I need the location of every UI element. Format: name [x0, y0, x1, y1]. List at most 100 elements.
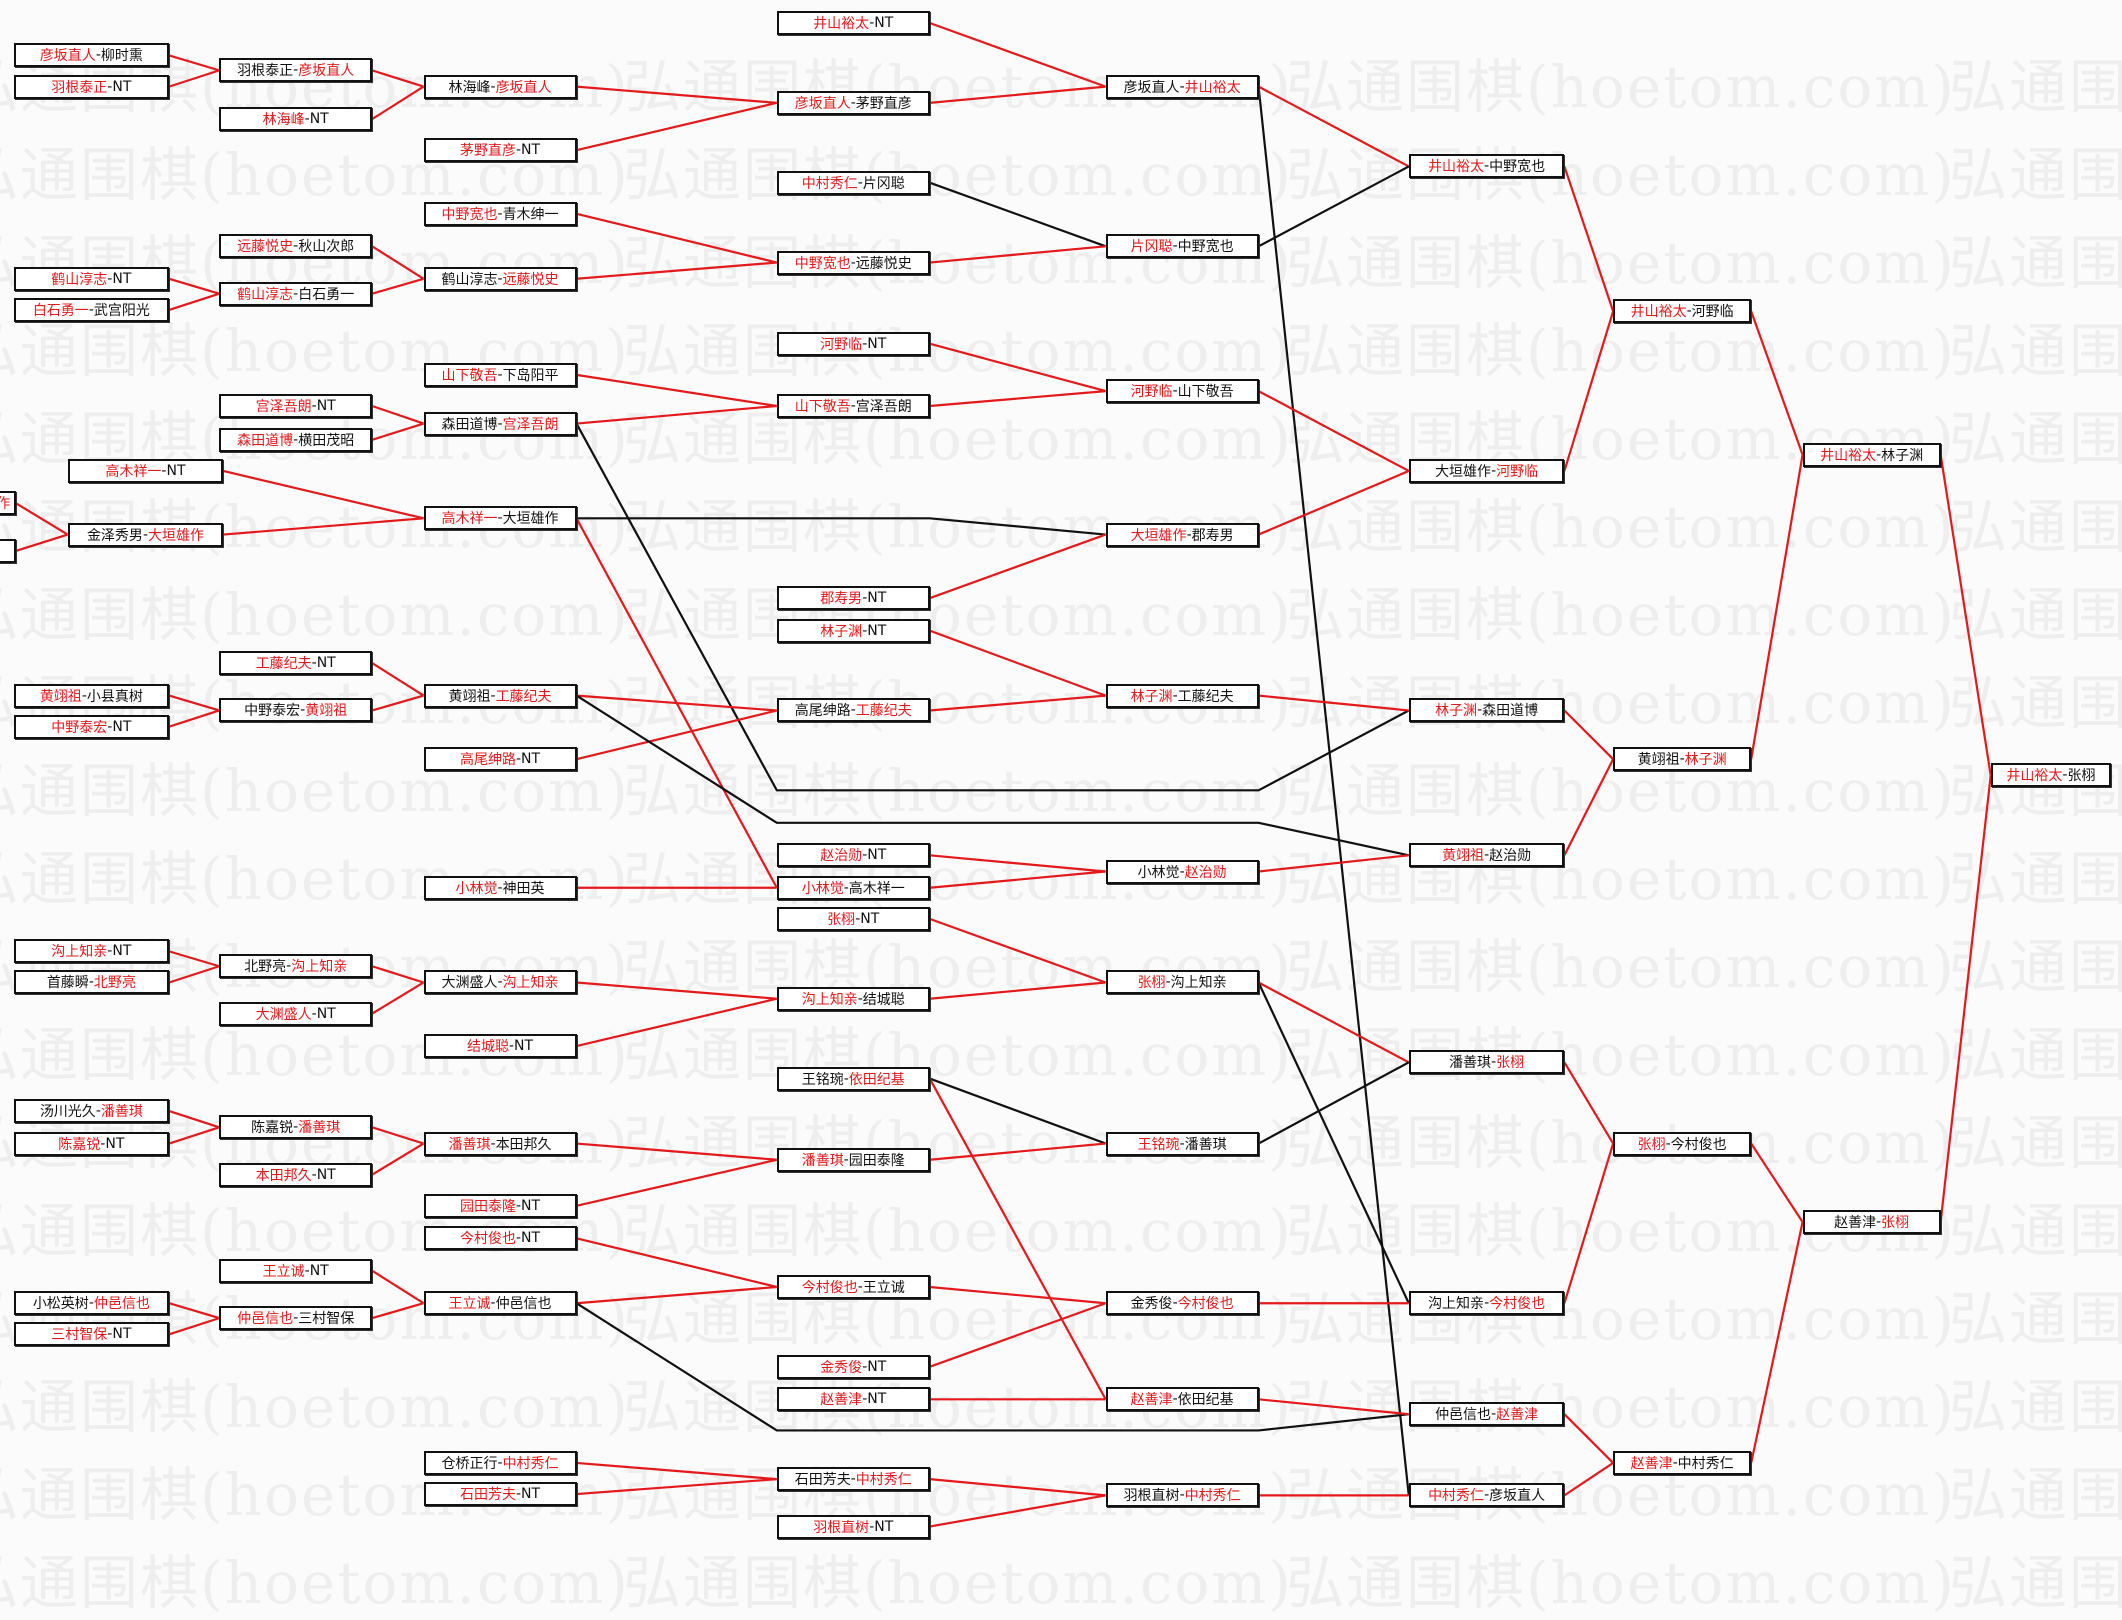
match-box[interactable]: 沟上知亲-NT: [13, 939, 170, 964]
match-box[interactable]: 王立诚-NT: [219, 1258, 373, 1283]
player-one: 石田芳夫: [459, 1487, 516, 1504]
match-box[interactable]: 河野临-NT: [776, 331, 930, 356]
match-box[interactable]: 井山裕太-河野临: [1613, 299, 1752, 324]
match-box[interactable]: 林子渊-NT: [776, 618, 930, 643]
match-box[interactable]: 汤川光久-潘善琪: [13, 1099, 170, 1124]
match-box[interactable]: 井山裕太-张栩: [1990, 763, 2112, 788]
match-box[interactable]: 小林觉-赵治勋: [1105, 859, 1259, 884]
match-box[interactable]: 高尾绅路-NT: [423, 747, 577, 772]
match-box[interactable]: 茅野直彦-NT: [423, 138, 577, 163]
match-box[interactable]: 赵善津-中村秀仁: [1613, 1450, 1752, 1475]
match-box[interactable]: 鹤山淳志-NT: [13, 266, 170, 291]
match-box[interactable]: 张栩-沟上知亲: [1105, 970, 1259, 995]
match-box[interactable]: 王铭琬-依田纪基: [776, 1066, 930, 1091]
match-box[interactable]: 山下敬吾-宫泽吾朗: [776, 393, 930, 418]
match-box[interactable]: 片冈聪-中野宽也: [1105, 234, 1259, 259]
match-box[interactable]: 金秀俊-NT: [776, 1354, 930, 1379]
match-box[interactable]: 潘善琪-本田邦久: [423, 1131, 577, 1156]
match-box[interactable]: 彦坂直人-茅野直彦: [776, 90, 930, 115]
match-box[interactable]: 黄翊祖-工藤纪夫: [423, 683, 577, 708]
match-box[interactable]: 北野亮-沟上知亲: [219, 954, 373, 979]
match-box[interactable]: 中野泰宏-黄翊祖: [219, 698, 373, 723]
match-box[interactable]: 高木祥一-大垣雄作: [423, 506, 577, 531]
match-box[interactable]: 宫泽吾朗-NT: [219, 393, 373, 418]
match-box[interactable]: 作: [0, 491, 17, 516]
match-box[interactable]: 大渊盛人-NT: [219, 1001, 373, 1026]
match-box[interactable]: 黄翊祖-赵治勋: [1408, 843, 1565, 868]
match-box[interactable]: 仲邑信也-三村智保: [219, 1306, 373, 1331]
match-box[interactable]: 林子渊-工藤纪夫: [1105, 683, 1259, 708]
match-box[interactable]: 大渊盛人-沟上知亲: [423, 970, 577, 995]
match-box[interactable]: 彦坂直人-柳时熏: [13, 43, 170, 68]
match-box[interactable]: 石田芳夫-中村秀仁: [776, 1467, 930, 1492]
match-box[interactable]: 赵善津-依田纪基: [1105, 1387, 1259, 1412]
match-box[interactable]: 今村俊也-NT: [423, 1226, 577, 1251]
match-box[interactable]: 黄翊祖-小县真树: [13, 683, 170, 708]
match-box[interactable]: 结城聪-NT: [423, 1034, 577, 1059]
match-box[interactable]: 张栩-今村俊也: [1613, 1131, 1752, 1156]
match-box[interactable]: 林子渊-森田道博: [1408, 698, 1565, 723]
match-box[interactable]: 工藤纪夫-NT: [219, 651, 373, 676]
match-box[interactable]: 中村秀仁-片冈聪: [776, 170, 930, 195]
match-box[interactable]: 首藤瞬-北野亮: [13, 970, 170, 995]
match-box[interactable]: 中野宽也-远藤悦史: [776, 250, 930, 275]
match-box[interactable]: 陈嘉锐-潘善琪: [219, 1115, 373, 1140]
match-box[interactable]: 羽根泰正-NT: [13, 74, 170, 99]
match-box[interactable]: 张栩-NT: [776, 906, 930, 931]
match-box[interactable]: 森田道博-宫泽吾朗: [423, 411, 577, 436]
match-box[interactable]: 大垣雄作-河野临: [1408, 458, 1565, 483]
match-box[interactable]: 金泽秀男-大垣雄作: [67, 522, 224, 547]
match-box[interactable]: 石田芳夫-NT: [423, 1482, 577, 1507]
separator: -: [862, 335, 868, 352]
match-box[interactable]: 潘善琪-园田泰隆: [776, 1147, 930, 1172]
match-box[interactable]: 山下敬吾-下岛阳平: [423, 362, 577, 387]
match-box[interactable]: 白石勇一-武宫阳光: [13, 297, 170, 322]
match-box[interactable]: 沟上知亲-结城聪: [776, 986, 930, 1011]
match-box[interactable]: 井山裕太-NT: [776, 11, 930, 35]
player-two: 宫泽吾朗: [502, 416, 559, 433]
match-box[interactable]: 高木祥一-NT: [67, 458, 224, 483]
match-box[interactable]: 赵善津-NT: [776, 1387, 930, 1412]
match-box[interactable]: 鹤山淳志-白石勇一: [219, 281, 373, 306]
match-box[interactable]: 本田邦久-NT: [219, 1162, 373, 1187]
match-box[interactable]: 陈嘉锐-NT: [13, 1131, 170, 1156]
match-box[interactable]: 鹤山淳志-远藤悦史: [423, 266, 577, 291]
player-one: 中野泰宏: [244, 703, 301, 720]
match-box[interactable]: 高尾绅路-工藤纪夫: [776, 698, 930, 723]
match-box[interactable]: 园田泰隆-NT: [423, 1193, 577, 1218]
match-box[interactable]: 王立诚-仲邑信也: [423, 1291, 577, 1316]
match-box[interactable]: 井山裕太-林子渊: [1802, 442, 1941, 467]
match-box[interactable]: 河野临-山下敬吾: [1105, 379, 1259, 404]
match-box[interactable]: 沟上知亲-今村俊也: [1408, 1291, 1565, 1316]
match-box[interactable]: 大垣雄作-郡寿男: [1105, 522, 1259, 547]
match-box[interactable]: 中野宽也-青木绅一: [423, 201, 577, 226]
match-box[interactable]: 彦坂直人-井山裕太: [1105, 74, 1259, 99]
player-one: 高木祥一: [105, 463, 162, 480]
match-box[interactable]: 黄翊祖-林子渊: [1613, 747, 1752, 772]
match-box[interactable]: 三村智保-NT: [13, 1322, 170, 1347]
match-box[interactable]: 赵治勋-NT: [776, 843, 930, 868]
match-box[interactable]: 林海峰-彦坂直人: [423, 74, 577, 99]
player-one: 三村智保: [51, 1327, 108, 1344]
match-box[interactable]: 林海峰-NT: [219, 107, 373, 132]
match-box[interactable]: 羽根泰正-彦坂直人: [219, 58, 373, 83]
match-box[interactable]: 远藤悦史-秋山次郎: [219, 234, 373, 259]
match-box[interactable]: 仲邑信也-赵善津: [1408, 1402, 1565, 1427]
match-box[interactable]: 小林觉-高木祥一: [776, 875, 930, 900]
match-box[interactable]: 小林觉-神田英: [423, 875, 577, 900]
match-box[interactable]: 王铭琬-潘善琪: [1105, 1131, 1259, 1156]
match-box[interactable]: 赵善津-张栩: [1802, 1210, 1941, 1235]
match-box[interactable]: 羽根直树-NT: [776, 1514, 930, 1539]
match-box[interactable]: 今村俊也-王立诚: [776, 1274, 930, 1299]
match-box[interactable]: 小松英树-仲邑信也: [13, 1291, 170, 1316]
match-box[interactable]: 森田道博-横田茂昭: [219, 427, 373, 452]
match-box[interactable]: 井山裕太-中野宽也: [1408, 154, 1565, 179]
match-box[interactable]: 仓桥正行-中村秀仁: [423, 1450, 577, 1475]
match-box[interactable]: 中野泰宏-NT: [13, 714, 170, 739]
match-box[interactable]: [0, 538, 17, 563]
match-box[interactable]: 郡寿男-NT: [776, 586, 930, 611]
match-box[interactable]: 中村秀仁-彦坂直人: [1408, 1483, 1565, 1508]
match-box[interactable]: 羽根直树-中村秀仁: [1105, 1483, 1259, 1508]
match-box[interactable]: 潘善琪-张栩: [1408, 1050, 1565, 1075]
match-box[interactable]: 金秀俊-今村俊也: [1105, 1291, 1259, 1316]
